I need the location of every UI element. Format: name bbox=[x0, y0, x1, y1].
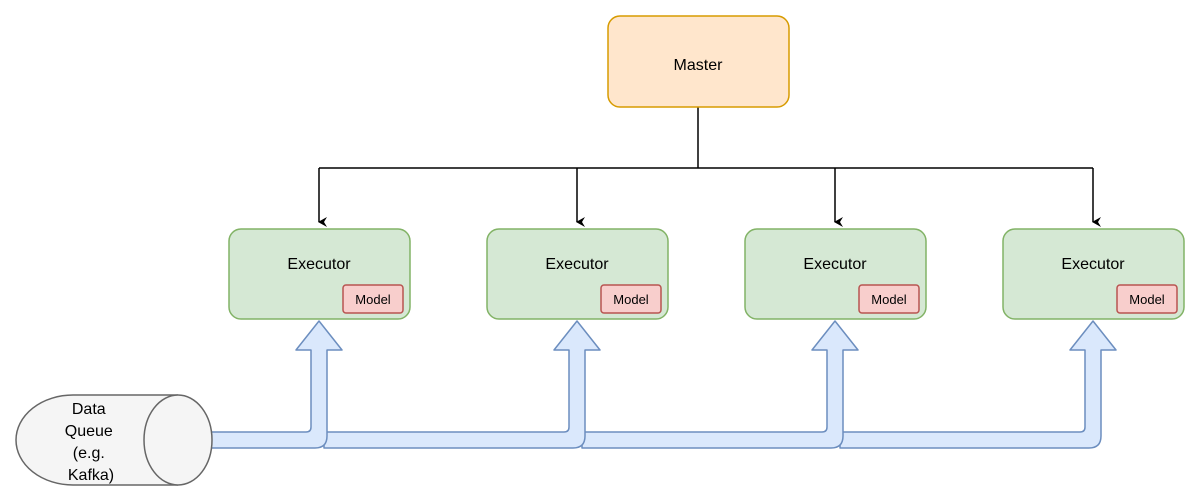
flow-arrow-to-executor-4 bbox=[839, 320, 1117, 449]
executor-label: Executor bbox=[287, 256, 351, 273]
model-label: Model bbox=[613, 292, 649, 307]
model-box[interactable] bbox=[1116, 284, 1178, 314]
queue-label-line-2: Queue bbox=[65, 423, 113, 440]
model-box[interactable] bbox=[858, 284, 920, 314]
master-connectors bbox=[318, 107, 1101, 227]
executor-label: Executor bbox=[545, 256, 609, 273]
master-box[interactable] bbox=[607, 15, 790, 108]
executor-node-2[interactable]: Executor Model bbox=[486, 228, 669, 320]
queue-label-line-1: Data bbox=[72, 401, 106, 418]
master-label: Master bbox=[674, 57, 724, 74]
model-label: Model bbox=[871, 292, 907, 307]
model-label: Model bbox=[355, 292, 391, 307]
queue-cylinder-cap bbox=[143, 394, 213, 486]
executor-node-3[interactable]: Executor Model bbox=[744, 228, 927, 320]
flow-arrow-to-executor-3 bbox=[581, 320, 859, 449]
model-box[interactable] bbox=[342, 284, 404, 314]
queue-label-line-4: Kafka) bbox=[68, 467, 114, 484]
data-queue-node[interactable]: Data Queue (e.g. Kafka) bbox=[15, 394, 213, 486]
queue-cylinder-body[interactable] bbox=[15, 394, 178, 486]
queue-label-line-3: (e.g. bbox=[73, 445, 105, 462]
executor-label: Executor bbox=[803, 256, 867, 273]
model-label: Model bbox=[1129, 292, 1165, 307]
flow-arrow-to-executor-1 bbox=[199, 320, 343, 449]
executor-node-4[interactable]: Executor Model bbox=[1002, 228, 1185, 320]
executor-node-1[interactable]: Executor Model bbox=[228, 228, 411, 320]
model-box[interactable] bbox=[600, 284, 662, 314]
master-node[interactable]: Master bbox=[607, 15, 790, 108]
queue-label: Data Queue (e.g. Kafka) bbox=[65, 401, 118, 484]
data-flow-arrows bbox=[199, 320, 1117, 449]
executor-label: Executor bbox=[1061, 256, 1125, 273]
flow-arrow-to-executor-2 bbox=[323, 320, 601, 449]
